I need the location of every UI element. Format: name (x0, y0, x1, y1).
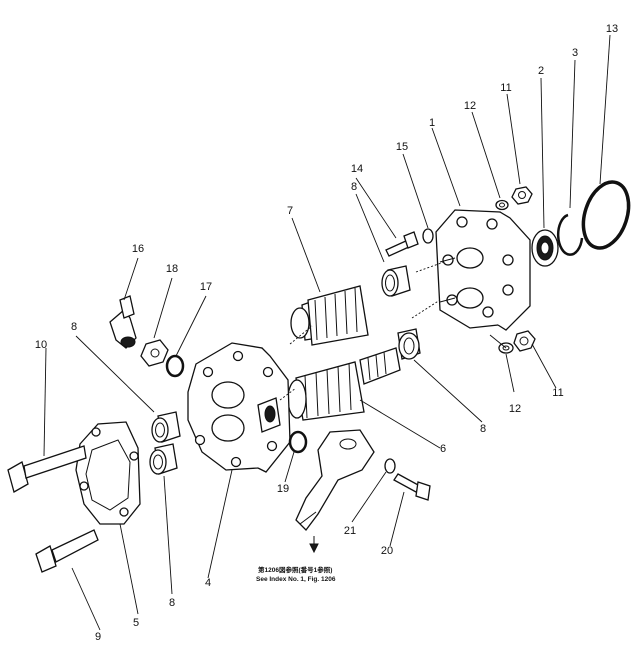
part-8-bushing-upper-right (381, 265, 411, 297)
label-21: 21 (344, 525, 356, 537)
label-12-lower: 12 (509, 403, 521, 415)
part-18-nut (140, 339, 169, 367)
part-15-washer (422, 228, 434, 244)
part-14-bolt (385, 231, 419, 257)
part-8-bushing-left-upper (151, 411, 181, 443)
reference-note: 第1206図参照(番号1参照) See Index No. 1, Fig. 12… (256, 565, 336, 583)
label-16: 16 (132, 243, 144, 255)
label-8-left-lower: 8 (169, 597, 175, 609)
part-11-nut-upper (511, 186, 533, 205)
part-5-front-cover (75, 421, 141, 525)
part-7-drive-gear (290, 285, 369, 346)
label-3: 3 (572, 47, 578, 59)
label-20: 20 (381, 545, 393, 557)
label-8-upper-right: 8 (351, 181, 357, 193)
label-14: 14 (351, 163, 363, 175)
reference-note-english: See Index No. 1, Fig. 1206 (256, 576, 336, 583)
label-10: 10 (35, 339, 47, 351)
label-8-lower-right: 8 (480, 423, 486, 435)
part-4-gear-housing (187, 342, 291, 473)
leader-lines (43, 34, 611, 631)
label-19: 19 (277, 483, 289, 495)
label-17: 17 (200, 281, 212, 293)
label-18: 18 (166, 263, 178, 275)
part-9-bolt (35, 529, 99, 573)
label-4: 4 (205, 577, 211, 589)
part-6-driven-gear (287, 347, 401, 421)
part-13-large-snap-ring (581, 180, 631, 250)
label-7: 7 (287, 205, 293, 217)
label-9: 9 (95, 631, 101, 643)
label-15: 15 (396, 141, 408, 153)
part-11-nut-lower (513, 330, 536, 352)
label-11-upper: 11 (500, 82, 511, 94)
label-2: 2 (538, 65, 544, 77)
label-5: 5 (133, 617, 139, 629)
part-2-oil-seal (531, 229, 559, 267)
part-16-elbow-fitting (109, 295, 137, 349)
part-19-o-ring (288, 430, 308, 454)
label-8-left-upper: 8 (71, 321, 77, 333)
part-number-labels: 13 3 2 11 12 1 15 14 8 7 16 18 17 8 10 1… (35, 23, 618, 643)
part-17-o-ring (165, 354, 185, 378)
part-8-bushing-lower-right (397, 328, 421, 360)
part-1-rear-cover (435, 209, 531, 331)
part-20-bolt (393, 473, 431, 501)
label-1: 1 (429, 117, 435, 129)
label-13: 13 (606, 23, 618, 35)
label-12-upper: 12 (464, 100, 476, 112)
part-8-bushing-left-lower (149, 443, 178, 475)
label-6: 6 (440, 443, 446, 455)
part-10-long-bolt (7, 445, 87, 493)
part-3-snap-ring (556, 213, 584, 256)
part-21-washer (384, 458, 396, 474)
label-11-lower: 11 (552, 387, 563, 399)
part-12-washer-upper (495, 199, 509, 211)
reference-note-japanese: 第1206図参照(番号1参照) (258, 565, 332, 574)
suction-elbow-pipe (295, 429, 375, 554)
